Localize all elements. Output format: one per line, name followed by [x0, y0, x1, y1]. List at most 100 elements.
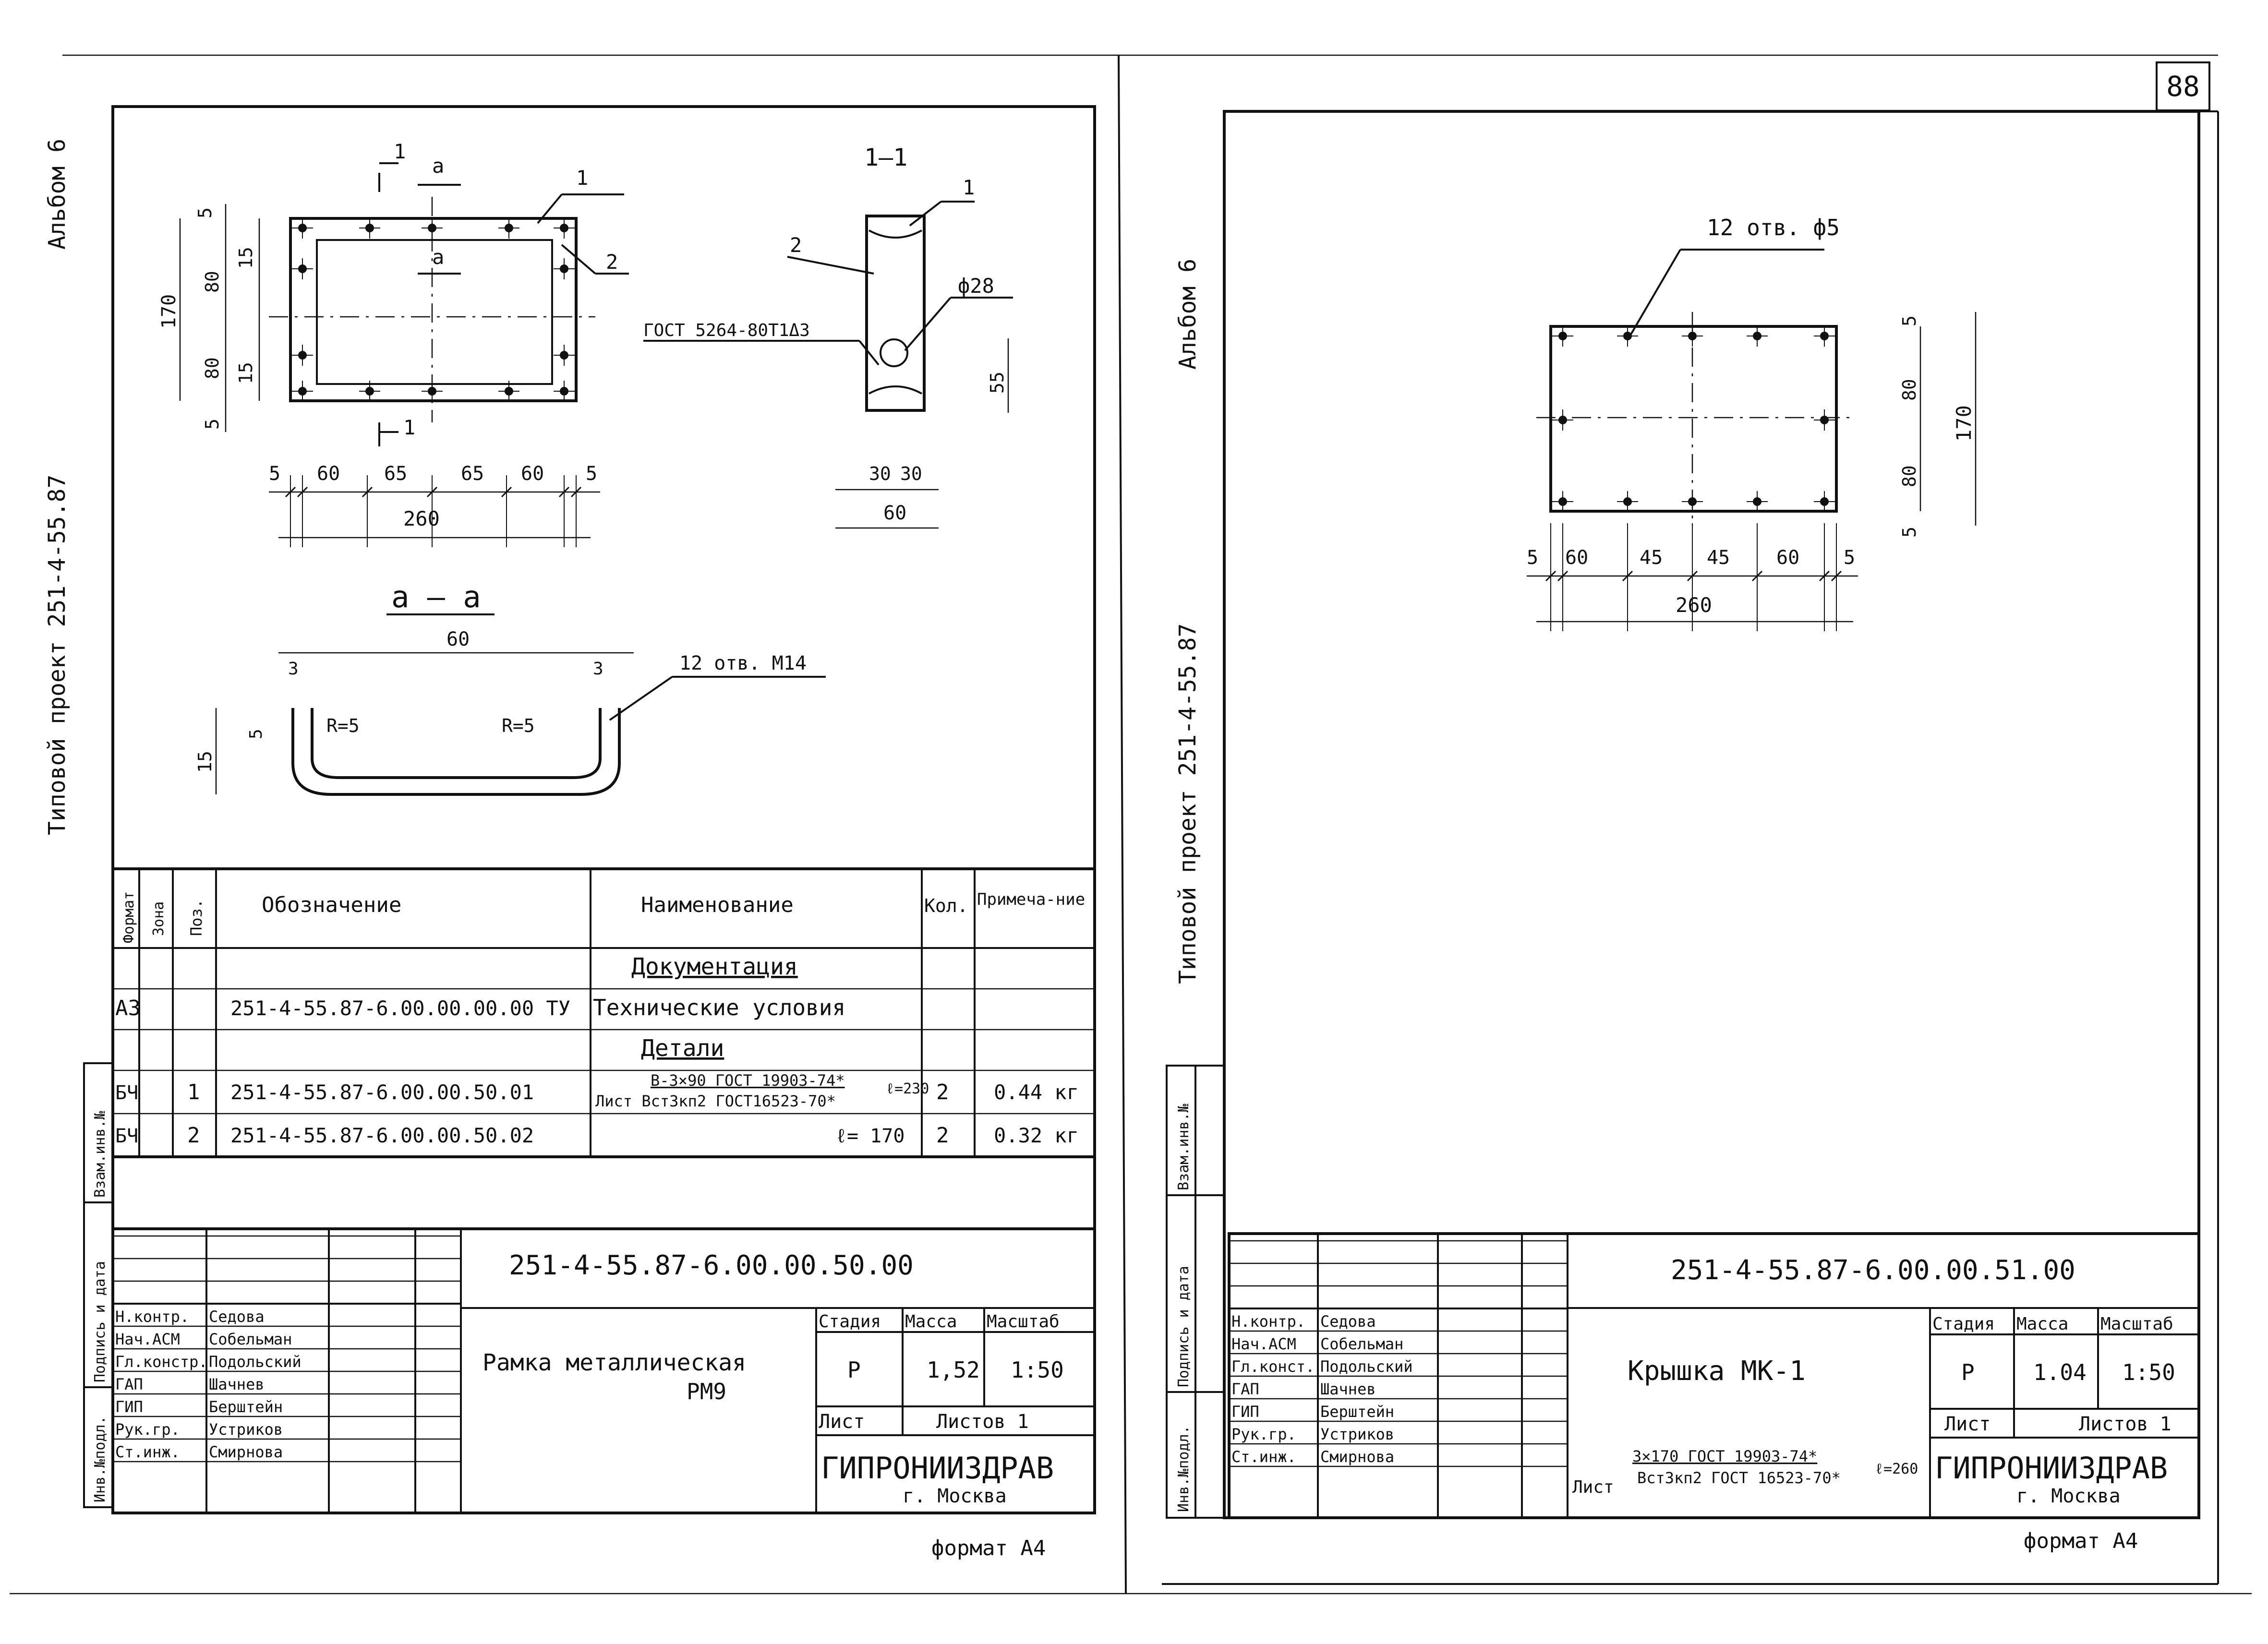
right-sheet: Альбом 6 Типовой проект 251-4-55.87 Инв.…: [1162, 110, 2219, 1585]
right-tb-designation: 251-4-55.87-6.00.00.51.00: [1671, 1255, 2075, 1286]
right-tb-stadiya: Р: [1961, 1359, 1975, 1385]
spec-row1-oboz: 251-4-55.87-6.00.00.00.00 ТУ: [230, 996, 570, 1020]
left-tb-listov-label: Листов 1: [936, 1411, 1029, 1433]
plan-vdim-5: 15: [235, 362, 256, 384]
right-tb-title: Крышка МК-1: [1628, 1356, 1806, 1387]
plan-hdim-4: 60: [521, 463, 544, 485]
left-project-label: Типовой проект 251-4-55.87: [44, 475, 71, 835]
aa-dim-0: 3: [288, 659, 299, 679]
right-hdim-5: 5: [1844, 547, 1855, 569]
spec-hdr-poz: Поз.: [187, 899, 205, 936]
spec-row1-format: А3: [115, 996, 141, 1020]
left-stamp-vzam: Взам.инв.№: [92, 1111, 109, 1198]
left-tb-designation: 251-4-55.87-6.00.00.50.00: [509, 1250, 914, 1281]
left-tb-name-5: Устриков: [209, 1420, 283, 1439]
aa-holes-label: 12 отв. М14: [679, 652, 807, 674]
sec11-steel-label: ГОСТ 5264-80Т1Δ3: [643, 321, 810, 340]
right-format-label: формат А4: [2024, 1529, 2138, 1553]
spec-row4-kol: 2: [936, 1123, 949, 1148]
plan-vdim-3: 170: [158, 294, 180, 329]
left-tb-masshtab: 1:50: [1011, 1357, 1064, 1383]
right-stamp-vzam: Взам.инв.№: [1175, 1104, 1192, 1190]
left-tb-stadiya: Р: [847, 1357, 861, 1383]
left-tb-city: г. Москва: [903, 1485, 1007, 1507]
left-tb-name-6: Смирнова: [209, 1443, 283, 1461]
spec-hdr-kol: Кол.: [924, 895, 968, 916]
plan-vdim-6: 5: [202, 419, 223, 430]
right-tb-role-6: Ст.инж.: [1231, 1448, 1296, 1466]
left-tb-name-3: Шачнев: [209, 1375, 265, 1393]
left-tb-name-2: Подольский: [209, 1353, 302, 1371]
spec-row3-naim-top: В-3×90 ГОСТ 19903-74*: [651, 1071, 845, 1090]
spec-row3-oboz: 251-4-55.87-6.00.00.50.01: [230, 1080, 534, 1104]
left-album-label: Альбом 6: [44, 139, 71, 250]
aa-radius-left: R=5: [326, 715, 360, 736]
plan-overall-width: 260: [403, 507, 440, 530]
right-tb-role-3: ГАП: [1231, 1380, 1259, 1398]
right-tb-stadiya-label: Стадия: [1932, 1314, 1995, 1334]
right-tb-list-label: Лист: [1944, 1413, 1991, 1435]
right-tb-role-4: ГИП: [1231, 1403, 1259, 1421]
plan-hdim-2: 65: [384, 463, 407, 485]
left-tb-title-1: Рамка металлическая: [483, 1349, 746, 1376]
sec11-dim-2: 30: [900, 463, 922, 484]
sec11-pos-2: 2: [790, 233, 802, 257]
plan-pos-1: 1: [576, 166, 588, 190]
spec-row4-oboz: 251-4-55.87-6.00.00.50.02: [230, 1124, 534, 1147]
plan-hdim-5: 5: [586, 463, 597, 485]
section-1-1: 1—1 1 2 ф28 ГОСТ 5264-80Т1Δ3 55 30 30 60: [643, 144, 1013, 529]
spec-hdr-prim: Примеча-ние: [977, 890, 1085, 909]
right-hdim-0: 5: [1527, 547, 1538, 569]
right-vdim-4: 5: [1899, 527, 1920, 538]
plan-vdim-1: 15: [235, 247, 256, 269]
aa-dim-3: 15: [194, 751, 216, 773]
left-tb-massa: 1,52: [927, 1357, 980, 1383]
right-hdim-3: 45: [1707, 547, 1730, 569]
left-tb-role-4: ГИП: [115, 1398, 143, 1416]
aa-dim-1: 3: [593, 659, 603, 679]
left-sheet: Альбом 6 Типовой проект 251-4-55.87 Инв.…: [44, 105, 1096, 1560]
left-sheet-frame: [111, 105, 1096, 1514]
left-tb-masshtab-label: Масштаб: [987, 1312, 1060, 1332]
right-plan-view: 12 отв. ф5 5 80 170 80 5 5 60 45 45 60 5…: [1527, 215, 1977, 631]
left-tb-role-1: Нач.АСМ: [115, 1330, 180, 1348]
plan-pos-2: 2: [606, 250, 618, 274]
right-tb-role-0: Н.контр.: [1231, 1312, 1305, 1331]
left-stamp-podpis: Подпись и дата: [92, 1261, 109, 1382]
left-stamp-inv-podl: Инв.№подл.: [92, 1416, 109, 1502]
right-tb-role-5: Рук.гр.: [1231, 1425, 1296, 1443]
spec-row4-naim: ℓ= 170: [835, 1125, 905, 1147]
spec-row3-prim: 0.44 кг: [994, 1080, 1079, 1104]
right-holes-label: 12 отв. ф5: [1707, 215, 1840, 240]
spec-row1-naim: Технические условия: [593, 995, 845, 1020]
section-mark-1-bottom: 1: [403, 416, 415, 439]
right-tb-masshtab-label: Масштаб: [2100, 1314, 2173, 1334]
right-tb-name-4: Берштейн: [1320, 1403, 1394, 1421]
right-tb-name-3: Шачнев: [1320, 1380, 1376, 1398]
right-hdim-4: 60: [1776, 547, 1799, 569]
right-tb-city: г. Москва: [2016, 1485, 2121, 1507]
left-plan-view: 1 1 a a 1 2 5 15 80 170 80 15 5: [158, 140, 629, 547]
plan-vdim-2: 80: [202, 271, 223, 293]
right-tb-name-0: Седова: [1320, 1312, 1376, 1331]
aa-radius-right: R=5: [502, 715, 535, 736]
left-tb-name-4: Берштейн: [209, 1398, 283, 1416]
spec-row3-len: ℓ=230: [886, 1080, 929, 1097]
spec-row2-naim: Детали: [641, 1035, 724, 1062]
spec-row4-poz: 2: [187, 1123, 200, 1148]
left-tb-role-6: Ст.инж.: [115, 1443, 180, 1461]
right-tb-material-top: 3×170 ГОСТ 19903-74*: [1632, 1447, 1817, 1465]
sec11-dim-1: 30: [869, 463, 891, 484]
right-tb-masshtab: 1:50: [2122, 1359, 2175, 1385]
fold-line: [1118, 55, 1127, 1594]
right-hdim-2: 45: [1640, 547, 1663, 569]
sec11-pos-1: 1: [963, 176, 975, 199]
right-tb-org: ГИПРОНИИЗДРАВ: [1935, 1451, 2168, 1486]
page-number: 88: [2166, 70, 2200, 103]
right-tb-name-6: Смирнова: [1320, 1448, 1394, 1466]
right-tb-name-1: Собельман: [1320, 1335, 1403, 1353]
aa-dim-2: 5: [246, 729, 266, 739]
spec-row3-kol: 2: [936, 1080, 949, 1104]
right-tb-role-1: Нач.АСМ: [1231, 1335, 1296, 1353]
